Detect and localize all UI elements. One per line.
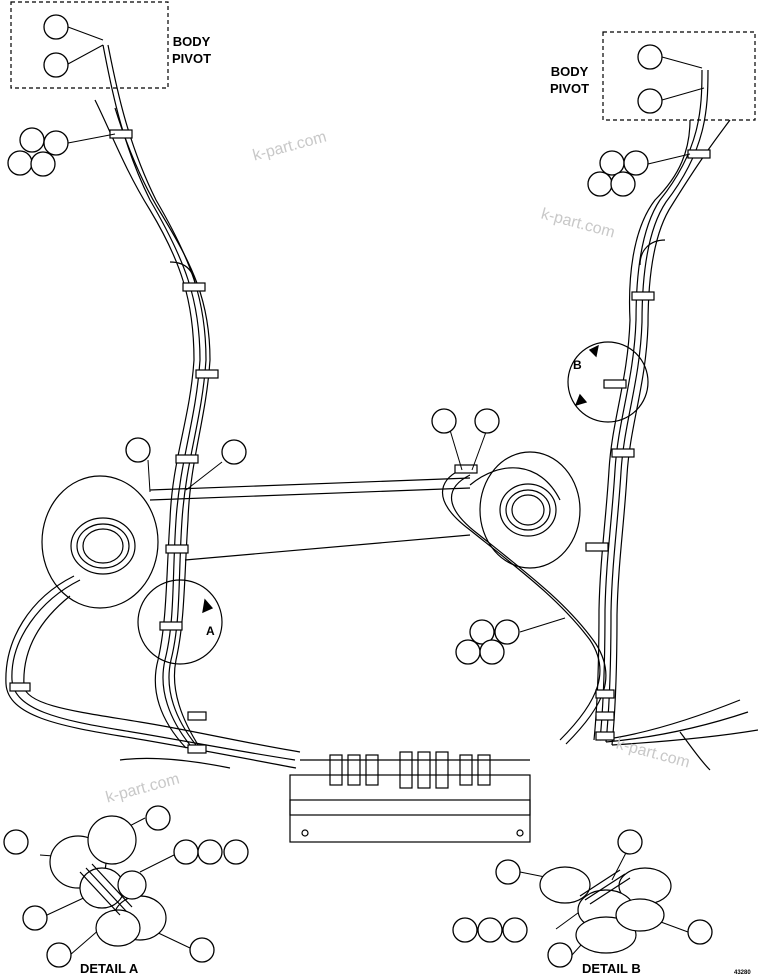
view-a-letter: A xyxy=(206,624,215,638)
detail-a-label: DETAIL A xyxy=(80,961,139,976)
balloon xyxy=(431,408,457,434)
balloon xyxy=(452,917,478,943)
balloon xyxy=(125,437,151,463)
balloon xyxy=(22,905,48,931)
balloon xyxy=(610,171,636,197)
balloon xyxy=(43,52,69,78)
balloon xyxy=(221,439,247,465)
balloon xyxy=(637,88,663,114)
balloon xyxy=(7,150,33,176)
manifold xyxy=(289,751,531,843)
body-pivot-label-left-line1: BODY xyxy=(172,34,211,49)
balloon xyxy=(495,859,521,885)
balloon xyxy=(687,919,713,945)
balloon xyxy=(3,829,29,855)
balloon xyxy=(145,805,171,831)
balloon xyxy=(547,942,573,968)
body-pivot-box-right xyxy=(602,31,756,121)
body-pivot-label-right: BODY PIVOT xyxy=(550,63,589,97)
left-hose-bundle xyxy=(94,44,211,749)
body-pivot-box-left xyxy=(10,1,169,89)
balloon xyxy=(455,639,481,665)
body-pivot-label-right-line2: PIVOT xyxy=(550,81,590,96)
balloon xyxy=(223,839,249,865)
balloon xyxy=(197,839,223,865)
balloon xyxy=(474,408,500,434)
balloon xyxy=(502,917,528,943)
balloon xyxy=(637,44,663,70)
balloon xyxy=(599,150,625,176)
detail-b-label: DETAIL B xyxy=(582,961,641,976)
balloon xyxy=(477,917,503,943)
balloon xyxy=(46,942,72,968)
balloon xyxy=(587,171,613,197)
frame-tubes xyxy=(149,467,561,561)
center-hoses xyxy=(441,469,607,745)
view-circle-b xyxy=(567,341,649,423)
detail-b-drawing xyxy=(539,866,672,954)
balloon xyxy=(469,619,495,645)
balloon xyxy=(173,839,199,865)
balloon xyxy=(19,127,45,153)
view-b-letter: B xyxy=(573,358,582,372)
detail-a-drawing xyxy=(49,815,167,947)
balloon xyxy=(189,937,215,963)
body-pivot-label-left-line2: PIVOT xyxy=(172,51,212,66)
hose-clamps xyxy=(9,129,711,754)
body-pivot-label-right-line1: BODY xyxy=(550,64,589,79)
right-pivot-ring xyxy=(479,451,581,569)
left-pivot-ring xyxy=(41,475,159,609)
balloon xyxy=(30,151,56,177)
balloon xyxy=(43,14,69,40)
figure-code: 43280 xyxy=(734,970,751,976)
view-circle-a xyxy=(137,579,223,665)
view-arrows xyxy=(202,344,599,614)
balloon xyxy=(617,829,643,855)
balloon xyxy=(623,150,649,176)
left-side-hose-loops xyxy=(5,575,301,769)
balloon xyxy=(43,130,69,156)
callout-balloons xyxy=(3,14,713,968)
balloon xyxy=(494,619,520,645)
balloon xyxy=(479,639,505,665)
body-pivot-label-left: BODY PIVOT xyxy=(172,33,211,67)
